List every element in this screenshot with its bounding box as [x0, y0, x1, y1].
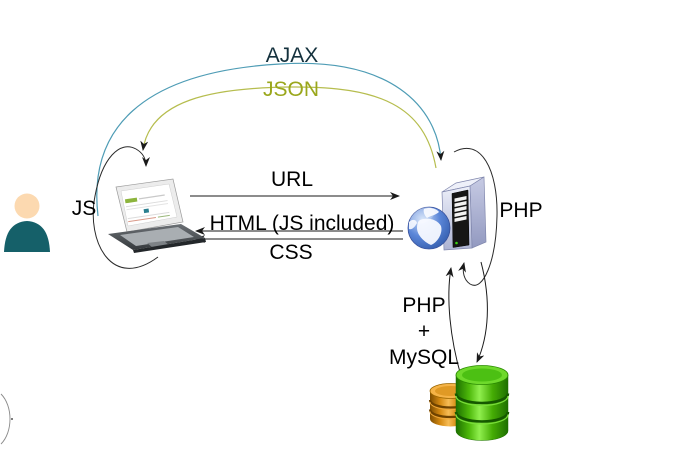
php-label: PHP [499, 199, 543, 222]
corner-arc [0, 393, 11, 445]
server-self-loop-arrow [453, 147, 498, 286]
db-to-server-arrow [445, 267, 462, 377]
laptop-screen-content [124, 194, 170, 223]
json-arc [140, 86, 437, 169]
url-label: URL [270, 168, 314, 191]
php-mysql-line2: + [417, 320, 431, 343]
user-icon [4, 193, 50, 252]
database-icon [428, 365, 510, 441]
server-icon [407, 176, 487, 251]
server-drive-slots [454, 196, 467, 222]
server-to-db-arrow [476, 261, 488, 363]
js-label: JS [71, 197, 97, 220]
db-cylinder-green [454, 365, 510, 441]
ajax-arc [96, 62, 445, 217]
server-power-led [455, 241, 458, 245]
css-response-label: CSS [269, 241, 313, 264]
client-self-loop-arrow [92, 146, 159, 269]
php-mysql-line3: MySQL [388, 346, 460, 369]
json-label: JSON [262, 78, 320, 101]
laptop-icon [108, 178, 206, 253]
ajax-label: AJAX [265, 44, 319, 67]
corner-arc-dot [11, 418, 13, 420]
php-mysql-label: PHP + MySQL [389, 293, 459, 371]
globe-icon [407, 206, 451, 250]
php-mysql-line1: PHP [402, 294, 446, 317]
html-response-label: HTML (JS included) [209, 212, 395, 235]
